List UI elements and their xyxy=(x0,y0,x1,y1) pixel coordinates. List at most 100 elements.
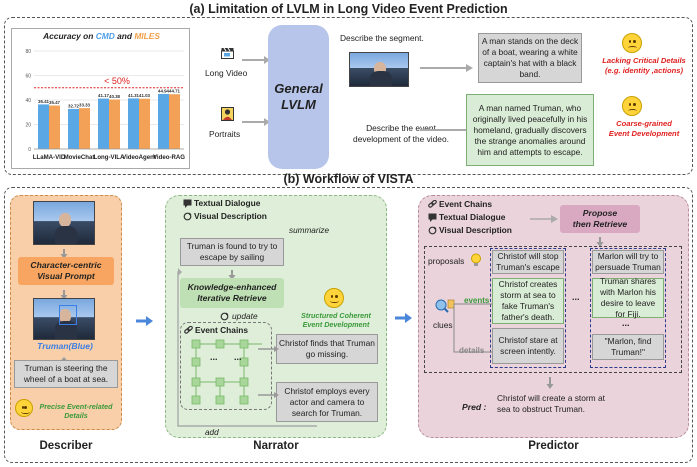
narrator-textual-label: Textual Dialogue xyxy=(194,198,261,208)
lightbulb-icon xyxy=(470,253,482,267)
video-segment-thumbnail xyxy=(349,52,409,87)
bar-miles-0 xyxy=(49,105,60,149)
narrator-happy-icon xyxy=(324,288,344,308)
segment-description-output: A man stands on the deck of a boat, wear… xyxy=(478,33,582,83)
issue-coarse-grained: Coarse-grained Event Development xyxy=(594,119,694,138)
issue-lacking-details: Lacking Critical Details (e.g. identity … xyxy=(594,56,694,75)
input-arrows xyxy=(242,56,270,126)
predictor-title: Predictor xyxy=(528,440,579,452)
describer-to-narrator-arrow xyxy=(136,316,153,326)
narrator-connectors xyxy=(258,346,279,398)
structured-event-badge: Structured Coherent Event Development xyxy=(290,311,382,329)
sad-face-icon xyxy=(622,33,642,53)
issue1-line-1: Lacking Critical Details xyxy=(602,56,686,65)
predictor-textual-row: Textual Dialogue xyxy=(428,212,505,223)
predictor-textual-label: Textual Dialogue xyxy=(439,212,506,222)
predictor-dialogue-icon xyxy=(428,213,437,222)
propose-line-2: then Retrieve xyxy=(572,219,628,229)
section-a-title: (a) Limitation of LVLM in Long Video Eve… xyxy=(189,2,508,16)
section-b-frame xyxy=(4,187,693,463)
bar-cmd-4 xyxy=(158,93,169,149)
threshold-label: < 50% xyxy=(104,76,130,86)
clue-branch-lines xyxy=(453,303,492,353)
proposal-dots: ... xyxy=(572,292,580,302)
issue2-line-1: Coarse-grained xyxy=(616,119,672,128)
narrator-to-predictor-arrow xyxy=(395,313,412,323)
lvlm-line-1: General xyxy=(274,81,323,96)
event-development-output: A man named Truman, who originally lived… xyxy=(466,94,594,166)
data-label-miles-1: 33.33 xyxy=(79,103,91,108)
data-label-miles-4: 44.71 xyxy=(169,89,181,94)
data-label-cmd-1: 32.72 xyxy=(68,103,80,108)
y-tick-label-2: 40 xyxy=(25,98,31,104)
chart-title: Accuracy on CMD and MILES xyxy=(12,31,191,41)
bar-cmd-0 xyxy=(38,104,49,149)
narrator-textual-row: Textual Dialogue xyxy=(183,198,260,209)
event-chain-grid xyxy=(191,339,262,405)
update-row: update xyxy=(220,311,258,321)
proposal-column-2 xyxy=(590,248,666,368)
retrieve-line-1: Knowledge-enhanced xyxy=(187,282,277,292)
propose-line-1: Propose xyxy=(582,208,618,218)
truman-blue-label: Truman(Blue) xyxy=(37,341,93,351)
narrator-visual-label: Visual Description xyxy=(194,211,267,221)
prompt-segment: Describe the segment. xyxy=(340,33,424,43)
predictor-chain-icon xyxy=(428,199,437,209)
proposal-column-1 xyxy=(490,248,566,368)
down-arrow-2 xyxy=(60,287,68,300)
sad-face-icon-2 xyxy=(622,96,642,116)
prompt-line-2: Visual Prompt xyxy=(37,271,95,281)
describer-badge-line-1: Precise Event-related xyxy=(39,402,113,411)
bar-cmd-2 xyxy=(98,98,109,149)
proposal-1: Christof will stop Truman's escape xyxy=(492,250,564,274)
proposal-2: Marlon will try to persuade Truman xyxy=(592,250,664,274)
section-b-title: (b) Workflow of VISTA xyxy=(283,172,414,186)
chain-link-icon xyxy=(184,325,193,335)
bar-miles-3 xyxy=(139,98,150,149)
y-tick-label-4: 80 xyxy=(25,49,31,55)
narrator-down-arrow xyxy=(228,267,236,280)
add-label: add xyxy=(205,428,219,437)
refresh-icon xyxy=(183,212,192,221)
predictor-visual-label: Visual Description xyxy=(439,225,512,235)
bar-miles-4 xyxy=(169,94,180,149)
predictor-refresh-icon xyxy=(428,226,437,235)
chain-dots-2: ... xyxy=(234,352,242,362)
prediction-down-arrow xyxy=(546,376,554,389)
describer-title: Describer xyxy=(39,440,93,452)
issue1-line-2: (e.g. identity ,actions) xyxy=(604,65,684,75)
narrator-card-2: Christof employs every actor and camera … xyxy=(276,382,378,422)
data-label-cmd-3: 41.31 xyxy=(128,93,140,98)
data-label-cmd-0: 36.41 xyxy=(38,99,50,104)
events-label: events xyxy=(464,296,490,305)
narrator-event-chains-row: Event Chains xyxy=(184,325,248,336)
update-cycle-icon xyxy=(220,312,229,321)
describer-badge: Precise Event-related Details xyxy=(34,402,118,420)
dialogue-icon xyxy=(183,199,192,208)
happy-face-icon xyxy=(15,399,33,417)
retrieve-line-2: Iterative Retrieve xyxy=(197,293,267,303)
chain-dots-1: ... xyxy=(210,352,218,362)
data-label-cmd-2: 41.17 xyxy=(98,93,110,98)
predictor-event-chains-row: Event Chains xyxy=(428,199,492,210)
detail-event-2: "Marlon, find Truman!" xyxy=(592,334,664,360)
y-tick-label-0: 0 xyxy=(28,147,31,153)
describer-input-frame xyxy=(33,201,95,245)
narrator-summary-box: Truman is found to try to escape by sail… xyxy=(180,238,284,266)
chart-title-part-4: MILES xyxy=(134,31,160,41)
long-video-label: Long Video xyxy=(205,68,248,78)
narrator-visual-row: Visual Description xyxy=(183,211,267,222)
portraits-label: Portraits xyxy=(209,129,241,139)
prompt2-line-1: Describe the event xyxy=(366,123,436,133)
x-tick-label-2: Long-VILA xyxy=(94,154,125,161)
describer-up-arrow xyxy=(60,352,68,365)
x-tick-label-4: Video-RAG xyxy=(153,154,185,161)
event-dots: ... xyxy=(622,318,630,328)
structured-line-2: Event Development xyxy=(302,320,370,329)
character-bounding-box xyxy=(59,305,77,325)
add-loop-arrow xyxy=(177,268,317,427)
